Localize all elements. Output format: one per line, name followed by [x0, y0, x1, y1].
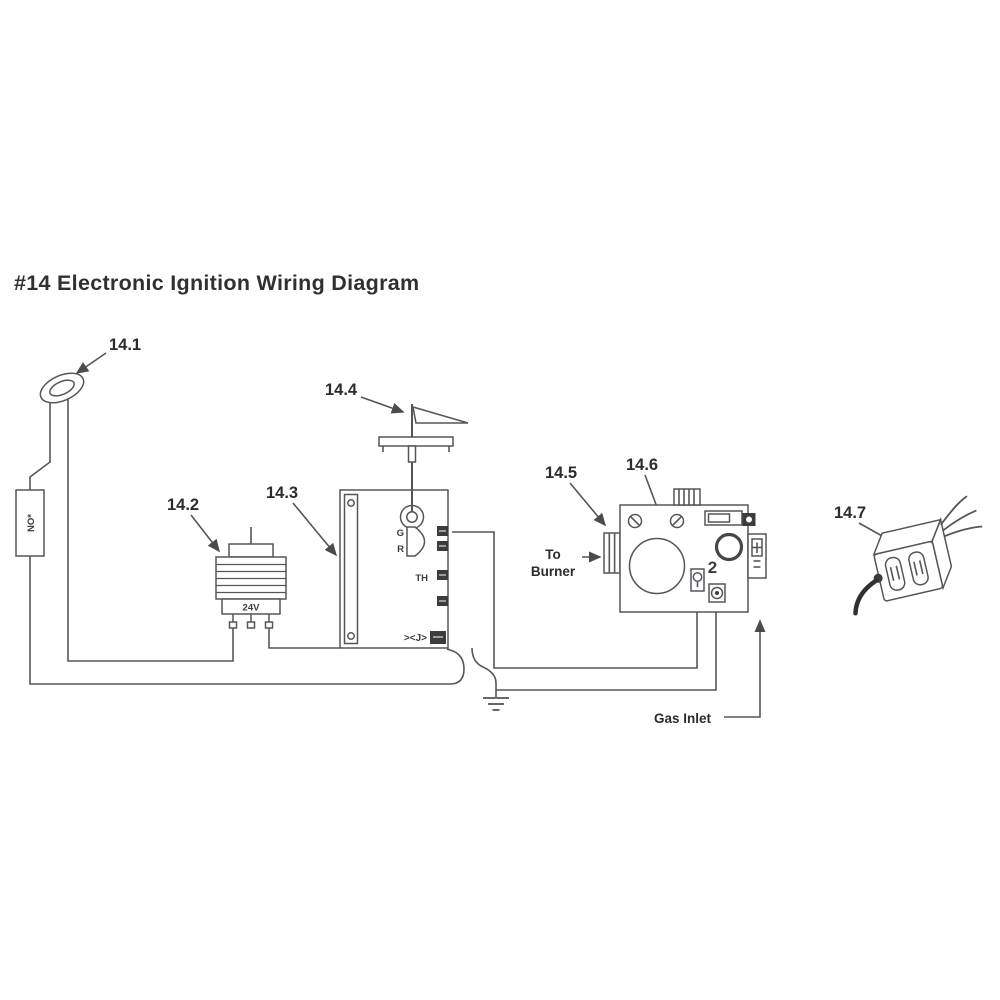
leader-arrow-14-3 [292, 502, 338, 557]
gas-inlet-label: Gas Inlet [654, 711, 712, 726]
wiring-conductors [29, 397, 717, 697]
spark-igniter-electrode [378, 404, 469, 512]
valve-top-knob [673, 488, 701, 506]
wire-thermostat-to-transformer [67, 397, 234, 662]
wire-module-to-ground [471, 647, 497, 697]
part-label-14-5: 14.5 [545, 464, 577, 482]
leader-arrow-14-5 [569, 482, 607, 527]
pilot-outlet [708, 583, 726, 603]
ground-symbol [483, 697, 509, 711]
valve-side-connector [747, 533, 767, 579]
power-cord [853, 578, 878, 616]
wire-thermostat-to-relay [29, 399, 51, 490]
leader-arrow-14-2 [190, 514, 220, 553]
module-bottom-marking: ><J> [404, 633, 427, 644]
part-label-14-6: 14.6 [626, 456, 658, 474]
to-burner-line2: Burner [531, 564, 576, 579]
part-label-14-3: 14.3 [266, 484, 298, 502]
valve-dial-number: 2 [708, 558, 717, 577]
part-label-14-7: 14.7 [834, 504, 866, 522]
relay-marking-text: NO* [26, 514, 37, 532]
mounting-bracket [378, 436, 454, 447]
module-terminal-blocks [430, 526, 448, 644]
transformer-24v: 24V [215, 527, 287, 629]
valve-control-dial [628, 537, 686, 595]
transformer-terminals [228, 614, 274, 629]
wire-transformer-to-module [268, 628, 340, 649]
terminal-label-th: TH [415, 573, 428, 584]
gas-inlet-callout: Gas Inlet [654, 619, 766, 726]
no-relay-switch: NO* [15, 489, 45, 557]
hv-cable-boot [406, 526, 426, 557]
terminal-label-r: R [397, 544, 404, 555]
receptacle-left [884, 556, 906, 591]
ignition-control-module: G R TH ><J> [339, 489, 449, 649]
to-burner-line1: To [545, 547, 561, 562]
terminal-label-g: G [397, 528, 404, 539]
wire-valve-to-ground [496, 602, 717, 691]
burner-outlet-fitting [603, 532, 621, 574]
part-label-14-2: 14.2 [167, 496, 199, 514]
ceramic-insulator [407, 445, 417, 463]
part-label-14-1: 14.1 [109, 336, 141, 354]
thermostat-sensor [39, 372, 85, 404]
electrode-tip [412, 405, 469, 424]
stripped-wires [940, 495, 983, 538]
leader-arrow-14-4 [360, 396, 405, 414]
wire-module-to-valve [452, 531, 698, 669]
wire-relay-to-module [29, 556, 465, 685]
page-title: #14 Electronic Ignition Wiring Diagram [14, 271, 419, 295]
gas-valve: 2 [619, 488, 767, 613]
valve-ring-port [714, 532, 744, 562]
receptacle-right [908, 551, 929, 586]
pilot-adjustment [690, 568, 705, 592]
power-plug [853, 495, 983, 616]
leader-arrow-14-1 [75, 352, 107, 374]
to-burner-callout: To Burner [531, 547, 602, 579]
gas-inlet-arrow [724, 619, 766, 718]
part-label-14-4: 14.4 [325, 381, 358, 399]
transformer-voltage-text: 24V [243, 603, 261, 614]
